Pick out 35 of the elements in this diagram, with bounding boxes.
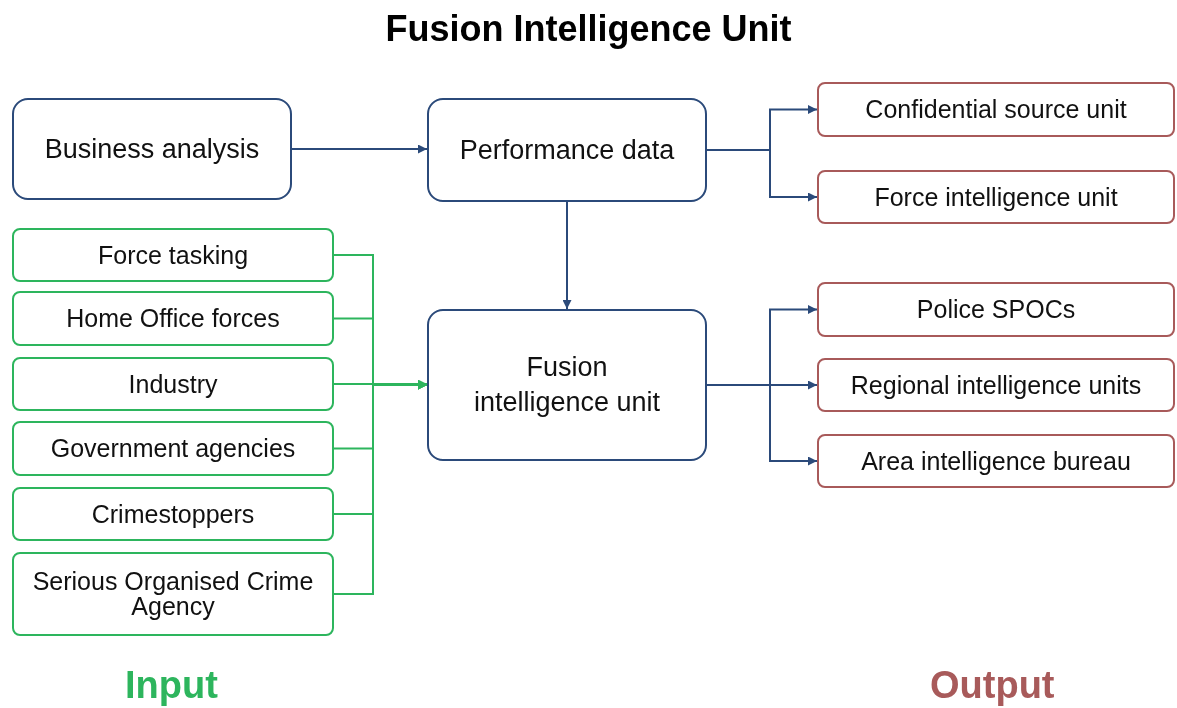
section-label: Output <box>930 664 1055 707</box>
box-label: Business analysis <box>44 135 260 163</box>
box-label: Force tasking <box>97 242 249 268</box>
box-label: Police SPOCs <box>916 297 1076 322</box>
process-box <box>12 291 334 346</box>
box-label: Confidential source unit <box>865 97 1127 122</box>
box-label: Government agencies <box>50 436 296 461</box>
process-box <box>817 82 1175 137</box>
process-box <box>817 358 1175 412</box>
box-label: Area intelligence bureau <box>861 448 1131 474</box>
process-box <box>817 434 1175 488</box>
box-label: Serious Organised Crime Agency <box>31 569 315 619</box>
box-label: Performance data <box>459 136 675 164</box>
arrow <box>291 144 428 154</box>
arrow <box>562 201 572 310</box>
diagram-title: Fusion Intelligence Unit <box>384 8 793 50</box>
arrow <box>706 384 818 466</box>
process-box <box>12 228 334 282</box>
section-label: Input <box>125 664 218 707</box>
process-box <box>427 98 707 202</box>
process-box <box>12 98 292 200</box>
arrow <box>706 149 818 202</box>
box-label: Regional intelligence units <box>850 372 1142 398</box>
process-box <box>12 552 334 636</box>
box-label: Home Office forces <box>66 306 280 331</box>
box-label: Industry <box>128 371 218 397</box>
process-box <box>817 282 1175 337</box>
process-box <box>427 309 707 461</box>
box-label: Force intelligence unit <box>874 184 1118 210</box>
process-box <box>12 487 334 541</box>
box-label: Fusion intelligence unit <box>472 350 662 419</box>
process-box <box>12 421 334 476</box>
box-label: Crimestoppers <box>91 501 255 527</box>
process-box <box>12 357 334 411</box>
process-box <box>817 170 1175 224</box>
